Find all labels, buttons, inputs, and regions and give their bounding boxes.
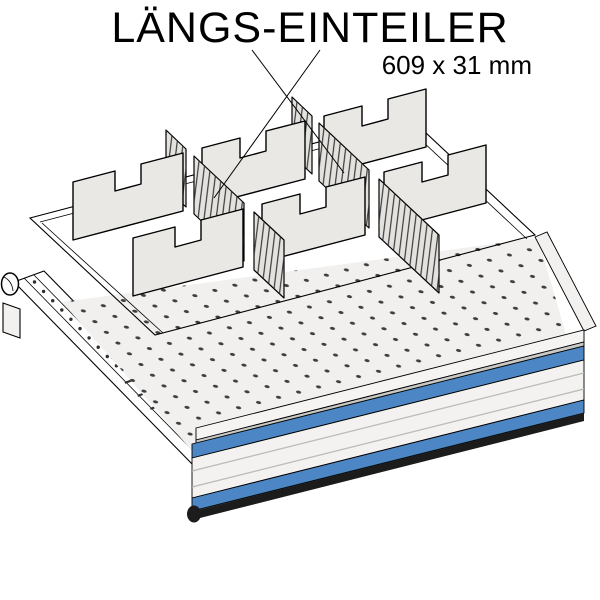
profile-groove [191, 372, 585, 472]
drawer-right-wall [534, 231, 597, 332]
leader-lines [213, 49, 345, 199]
drawer-knob [0, 272, 21, 339]
leader-line [251, 49, 345, 174]
divider-panels-back-row [72, 88, 427, 241]
slot-wall-hatch [379, 179, 439, 293]
slot-wall-hatch [254, 212, 284, 298]
front-bottom-edge [194, 413, 584, 519]
divider-panel-notched [132, 208, 244, 297]
page-title: LÄNGS-EINTEILER [111, 4, 509, 52]
drawer-front [187, 329, 585, 523]
knob-outline [0, 272, 20, 296]
divider-panel-notched [201, 120, 306, 207]
rail-groove [23, 277, 207, 465]
floor-perforation-pattern [62, 238, 572, 452]
drawer-floor [62, 238, 572, 452]
divider-panel-notched [72, 152, 184, 241]
knob-detail [3, 276, 14, 292]
divider-panel-notched [261, 176, 366, 263]
rim-inner-edge-left [41, 222, 164, 334]
profile-groove [191, 388, 585, 488]
dimension-label: 609 x 31 mm [381, 50, 532, 80]
leader-line [213, 49, 321, 199]
knob-bracket [2, 302, 21, 339]
front-edge-endcap [187, 505, 201, 523]
slot-walls-front [253, 178, 440, 299]
